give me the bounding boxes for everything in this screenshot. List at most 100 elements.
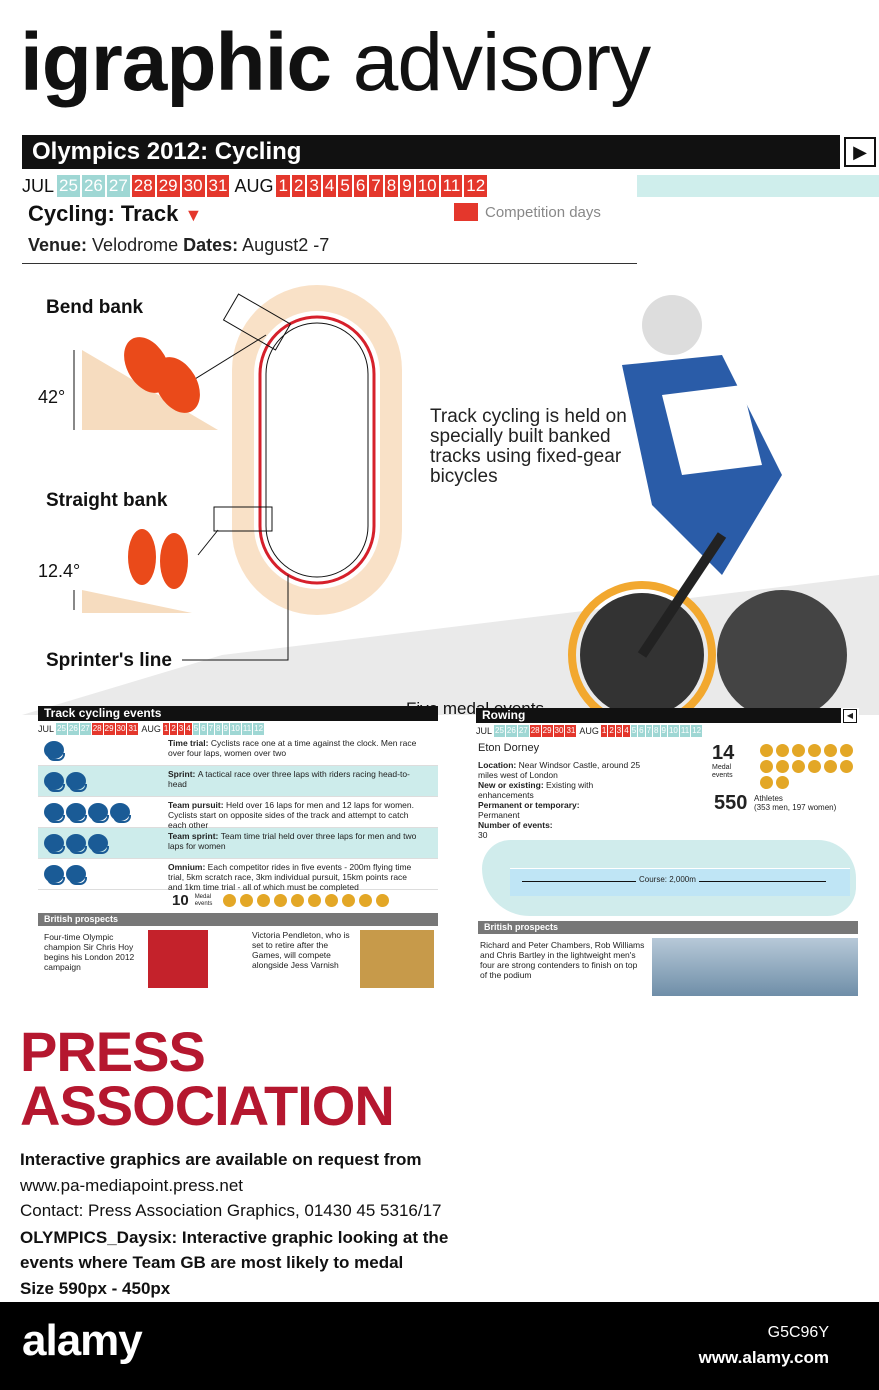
event-description: Omnium: Each competitor rides in five ev… xyxy=(168,862,418,892)
medal-icon xyxy=(760,744,773,757)
medal-icon xyxy=(375,894,389,907)
bend-bank-label: Bend bank xyxy=(46,297,144,318)
description: Track cycling is held on specially built… xyxy=(430,406,627,487)
event-row: Team pursuit: Held over 16 laps for men … xyxy=(38,797,438,830)
inner-line xyxy=(265,322,369,578)
straight-angle: 12.4° xyxy=(38,561,81,581)
diagram-svg xyxy=(22,285,879,715)
mini-aug-day: 8 xyxy=(215,723,222,735)
medal-icon xyxy=(792,760,805,773)
mini-aug-day: 4 xyxy=(623,725,630,737)
location-value: Near Windsor Castle, around 25 miles wes… xyxy=(478,760,641,780)
mini-jul-day: 30 xyxy=(115,723,127,735)
cyclist-icons xyxy=(44,741,65,761)
event-text: Each competitor rides in five events - 2… xyxy=(168,862,412,892)
aug-day: 3 xyxy=(307,175,321,197)
rowing-medal-label: Medal events xyxy=(712,764,733,779)
mini-jul-day: 27 xyxy=(79,723,91,735)
mini-aug-label: AUG xyxy=(579,726,599,736)
jul-day: 26 xyxy=(81,175,105,197)
medal-icon xyxy=(824,744,837,757)
medal-icon xyxy=(256,894,270,907)
event-name: Sprint: xyxy=(168,769,198,779)
aug-day: 6 xyxy=(353,175,368,197)
mini-jul-day: 25 xyxy=(56,723,67,735)
mini-jul-day: 29 xyxy=(541,725,553,737)
rider-icons-straight xyxy=(128,529,188,589)
aug-day: 5 xyxy=(338,175,352,197)
mini-aug-day: 9 xyxy=(222,723,229,735)
perm-value: Permanent xyxy=(478,810,520,820)
press-logo-line1: PRESS xyxy=(20,1020,206,1083)
event-text: Cyclists race one at a time against the … xyxy=(168,738,417,758)
event-text: Team time trial held over three laps for… xyxy=(168,831,417,851)
medal-icon xyxy=(324,894,338,907)
aug-day: 1 xyxy=(276,175,290,197)
track-medals: 10 Medal events xyxy=(38,890,438,913)
rowing-panel-title: Rowing xyxy=(476,708,841,723)
rowing-medal-count: 14 xyxy=(712,742,735,764)
medal-icon xyxy=(239,894,253,907)
medal-icon xyxy=(760,776,773,789)
cyclist-icons xyxy=(44,803,131,823)
cyclist-icon xyxy=(44,834,65,854)
mini-aug-day: 8 xyxy=(653,725,660,737)
num-value: 30 xyxy=(478,830,488,840)
aug-day: 8 xyxy=(384,175,399,197)
aug-day: 11 xyxy=(440,175,463,197)
event-name: Team sprint: xyxy=(168,831,221,841)
rider-icons-bend xyxy=(124,337,200,413)
aug-day: 12 xyxy=(464,175,488,197)
rowing-venue: Eton Dorney xyxy=(478,742,540,754)
track-medal-icons xyxy=(222,894,389,907)
medal-icon xyxy=(776,760,789,773)
mini-aug-day: 7 xyxy=(645,725,653,737)
divider xyxy=(22,263,637,264)
event-row: Time trial: Cyclists race one at a time … xyxy=(38,735,438,766)
aug-day: 4 xyxy=(322,175,337,197)
mini-aug-day: 7 xyxy=(207,723,215,735)
jul-day: 27 xyxy=(106,175,130,197)
mini-aug-day: 6 xyxy=(638,725,645,737)
mini-aug-day: 12 xyxy=(691,725,703,737)
info-line-1: Interactive graphics are available on re… xyxy=(20,1150,422,1169)
medal-icon xyxy=(358,894,372,907)
mini-jul-day: 25 xyxy=(494,725,505,737)
headline-regular: advisory xyxy=(352,17,651,108)
jul-day: 30 xyxy=(181,175,205,197)
mini-aug-day: 10 xyxy=(229,723,241,735)
jul-label: JUL xyxy=(22,175,55,196)
mini-jul-label: JUL xyxy=(38,724,55,734)
mini-aug-day: 10 xyxy=(667,725,679,737)
straight-bank-label: Straight bank xyxy=(46,490,168,511)
cyclist-icon xyxy=(88,803,109,823)
info-line-3: Contact: Press Association Graphics, 014… xyxy=(20,1201,442,1220)
mini-aug-day: 2 xyxy=(170,723,177,735)
jul-day: 25 xyxy=(57,175,80,197)
venue-value: Velodrome xyxy=(92,235,179,255)
athletes-label-block: Athletes (353 men, 197 women) xyxy=(754,794,836,812)
play-arrow-icon[interactable]: ▶ xyxy=(844,137,876,167)
medal-icon xyxy=(760,760,773,773)
jul-day: 31 xyxy=(206,175,230,197)
dates-label: Dates: xyxy=(183,235,239,255)
medal-icon xyxy=(840,744,853,757)
aug-day: 2 xyxy=(291,175,306,197)
track-medal-label: Medal events xyxy=(194,893,213,907)
event-row: Omnium: Each competitor rides in five ev… xyxy=(38,859,438,892)
info-line-5: events where Team GB are most likely to … xyxy=(20,1253,404,1272)
legend: Competition days xyxy=(454,203,601,221)
event-text: A tactical race over three laps with rid… xyxy=(168,769,410,789)
mini-aug-day: 3 xyxy=(177,723,185,735)
event-name: Time trial: xyxy=(168,738,211,748)
mini-jul-day: 26 xyxy=(505,725,517,737)
play-arrow-icon-small[interactable]: ◀ xyxy=(843,709,857,723)
medal-icon xyxy=(341,894,355,907)
cyclist-icon xyxy=(66,772,87,792)
front-wheel xyxy=(568,581,716,715)
alamy-url: www.alamy.com xyxy=(698,1348,829,1367)
event-row: Team sprint: Team time trial held over t… xyxy=(38,828,438,859)
medal-icon xyxy=(824,760,837,773)
cyclist-icon xyxy=(44,741,65,761)
